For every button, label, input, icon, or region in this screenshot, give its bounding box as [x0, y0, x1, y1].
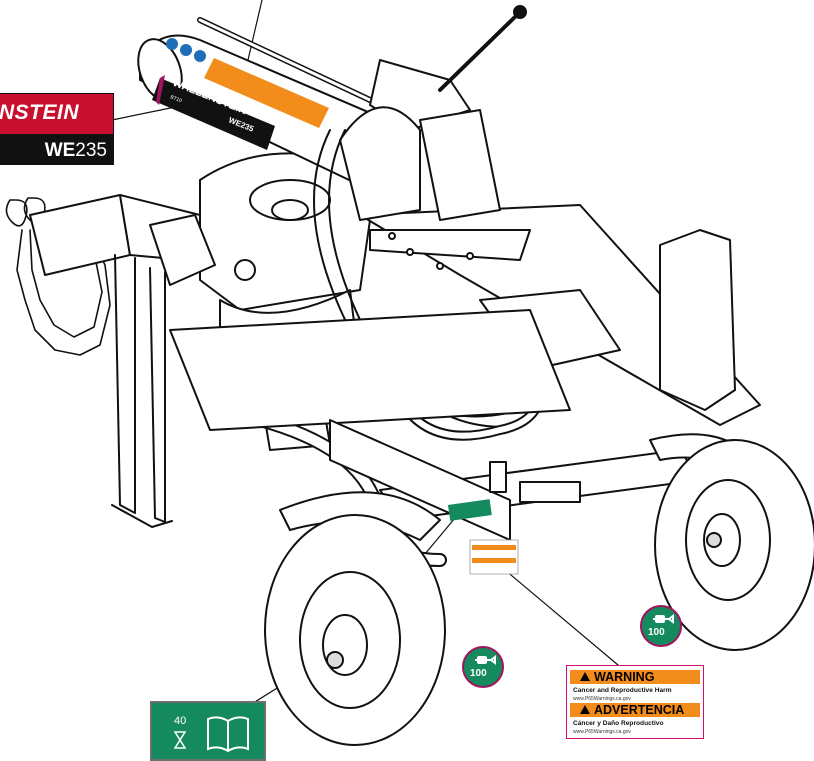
- brand-name: NSTEIN: [0, 101, 80, 124]
- grease-interval-icon-left: 100: [462, 646, 504, 688]
- advertencia-text: Cáncer y Daño Reproductivo: [573, 720, 664, 727]
- right-wheel: [654, 439, 814, 651]
- warning-header: WARNING: [570, 670, 700, 684]
- advertencia-header: ADVERTENCIA: [570, 703, 700, 717]
- cylinder-decals: [152, 38, 329, 150]
- grease-interval-value: 100: [470, 668, 487, 679]
- grease-interval-value: 100: [648, 627, 665, 638]
- manual-book-icon: [207, 716, 249, 753]
- left-wheel: [264, 514, 446, 746]
- brand-badge-black-band: WE235: [0, 135, 114, 165]
- grease-gun-icon: [653, 614, 674, 624]
- warning-text: Cancer and Reproductive Harm: [573, 687, 672, 694]
- hourglass-icon: [174, 731, 186, 749]
- warning-title: WARNING: [594, 670, 655, 684]
- frame-decals: [447, 499, 519, 575]
- maintenance-manual-decal: 40: [150, 701, 266, 761]
- warning-triangle-icon: [580, 705, 590, 714]
- grease-interval-icon-right: 100: [640, 605, 682, 647]
- advertencia-title: ADVERTENCIA: [594, 703, 685, 717]
- brand-model-number: 235: [75, 140, 107, 161]
- brand-model: WE235: [45, 140, 107, 162]
- prop65-warning-decal: WARNING Cancer and Reproductive Harm www…: [566, 665, 704, 739]
- grease-gun-icon: [475, 655, 496, 665]
- cylinder-code-text: BT10: [169, 94, 183, 104]
- brand-badge: NSTEIN WE235: [0, 93, 114, 165]
- warning-triangle-icon: [580, 672, 590, 681]
- maintenance-hours: 40: [174, 715, 187, 727]
- brand-model-prefix: WE: [44, 140, 76, 161]
- brand-badge-red-band: NSTEIN: [0, 93, 114, 135]
- tow-chain: [5, 197, 111, 356]
- advertencia-url: www.P65Warnings.ca.gov: [573, 729, 631, 735]
- warning-url: www.P65Warnings.ca.gov: [573, 696, 631, 702]
